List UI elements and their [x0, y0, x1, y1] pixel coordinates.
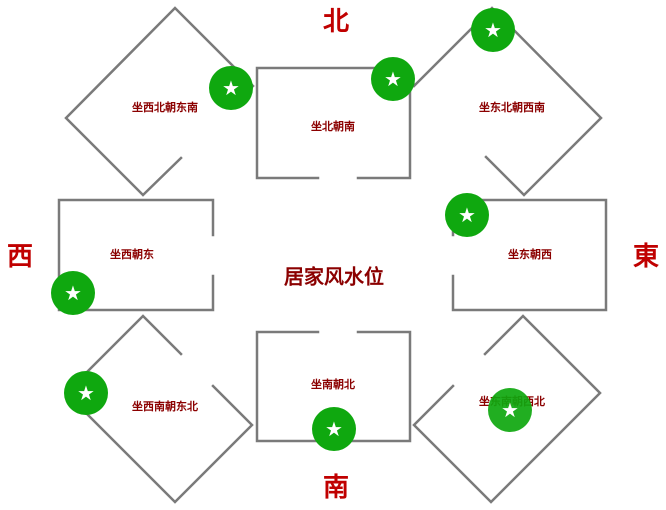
direction-west-label: 西 — [7, 242, 33, 272]
star-badge-circle — [312, 407, 356, 451]
room-northeast-walls — [412, 6, 603, 197]
room-southwest-label: 坐西南朝东北 — [132, 399, 198, 413]
room-southwest: 坐西南朝东北 — [64, 314, 254, 504]
star-badge-southwest: ★ — [64, 371, 108, 415]
star-badge-circle — [64, 371, 108, 415]
star-badge-circle — [488, 388, 532, 432]
star-badge-northeast: ★ — [471, 8, 515, 52]
star-badge-east: ★ — [445, 193, 489, 237]
star-icon: ★ — [458, 203, 476, 227]
star-badge-circle — [471, 8, 515, 52]
star-badge-circle — [209, 66, 253, 110]
room-west-walls — [57, 198, 215, 312]
room-northwest-label: 坐西北朝东南 — [132, 100, 198, 114]
star-badge-southeast: ★ — [488, 388, 532, 432]
direction-south-label: 南 — [323, 473, 349, 503]
room-southeast-walls — [412, 314, 602, 504]
room-north-walls — [255, 66, 412, 180]
room-northeast: 坐东北朝西南 — [412, 6, 603, 197]
room-west-label: 坐西朝东 — [110, 247, 154, 261]
star-badge-northwest: ★ — [209, 66, 253, 110]
room-east-label: 坐东朝西 — [508, 247, 552, 261]
room-north: 坐北朝南 — [255, 66, 412, 180]
room-northwest-walls — [64, 6, 255, 197]
star-icon: ★ — [64, 281, 82, 305]
room-northwest: 坐西北朝东南 — [64, 6, 255, 197]
center-title: 居家风水位 — [284, 265, 384, 289]
star-icon: ★ — [325, 417, 343, 441]
star-badge-circle — [371, 57, 415, 101]
star-badge-south: ★ — [312, 407, 356, 451]
star-badge-west: ★ — [51, 271, 95, 315]
room-south-label: 坐南朝北 — [311, 377, 355, 391]
star-badge-circle — [51, 271, 95, 315]
star-badge-north: ★ — [371, 57, 415, 101]
direction-north-label: 北 — [323, 7, 349, 37]
star-icon: ★ — [384, 67, 402, 91]
star-icon: ★ — [77, 381, 95, 405]
star-icon: ★ — [222, 76, 240, 100]
room-west: 坐西朝东 — [57, 198, 215, 312]
room-northeast-label: 坐东北朝西南 — [479, 100, 545, 114]
star-icon: ★ — [501, 398, 519, 422]
star-icon: ★ — [484, 18, 502, 42]
room-north-label: 坐北朝南 — [311, 119, 355, 133]
room-southwest-walls — [64, 314, 254, 504]
star-badge-circle — [445, 193, 489, 237]
direction-east-label: 東 — [633, 242, 659, 272]
